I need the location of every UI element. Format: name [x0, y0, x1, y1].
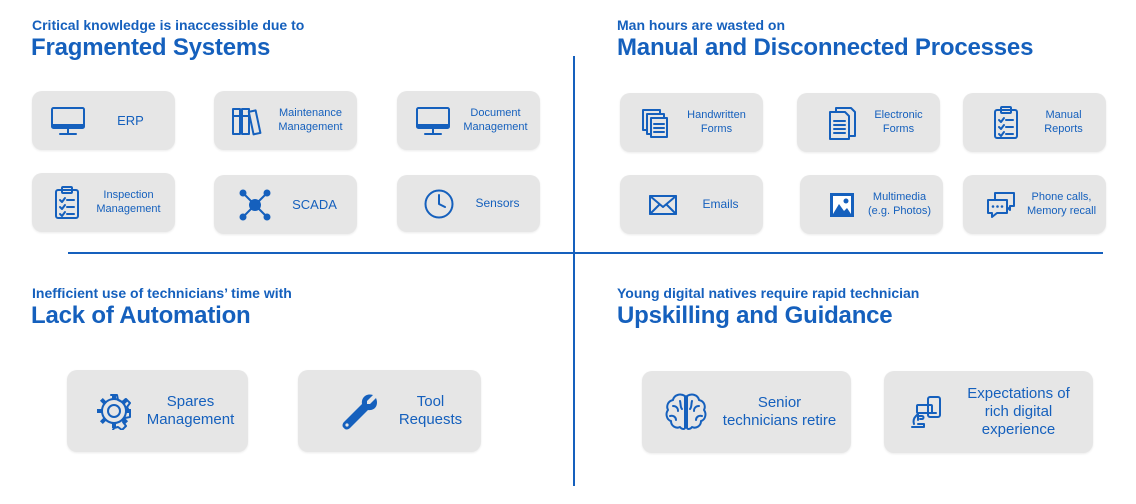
monitor-icon: [50, 105, 86, 137]
image-icon: [828, 191, 856, 219]
lack-of-automation-title: Lack of Automation: [31, 302, 251, 329]
vertical-divider: [573, 56, 575, 486]
card-scada: SCADA: [214, 175, 357, 234]
gear-icon: [95, 392, 133, 430]
electronic-document-icon: [827, 106, 857, 140]
card-sensors: Sensors: [397, 175, 540, 232]
binders-icon: [230, 105, 264, 137]
card-emails: Emails: [620, 175, 763, 234]
card-erp: ERP: [32, 91, 175, 150]
card-spares-management: Spares Management: [67, 370, 248, 452]
card-emails-label: Emails: [702, 197, 739, 212]
card-senior-technicians: Senior technicians retire: [642, 371, 851, 453]
manual-processes-title: Manual and Disconnected Processes: [617, 34, 1034, 61]
network-nodes-icon: [238, 188, 272, 222]
card-handwritten-forms-label: Handwritten Forms: [687, 109, 746, 135]
card-multimedia: Multimedia (e.g. Photos): [800, 175, 943, 234]
manual-processes-subtitle: Man hours are wasted on: [617, 17, 786, 33]
card-phone-calls-label: Phone calls, Memory recall: [1026, 191, 1097, 217]
card-sensors-label: Sensors: [475, 196, 520, 211]
card-manual-reports: Manual Reports: [963, 93, 1106, 152]
card-spares-management-label: Spares Management: [146, 393, 235, 428]
card-maintenance-management: Maintenance Management: [214, 91, 357, 150]
card-electronic-forms: Electronic Forms: [797, 93, 940, 152]
card-digital-experience: Expectations of rich digital experience: [884, 371, 1093, 453]
chat-bubbles-icon: [985, 190, 1017, 220]
upskilling-subtitle: Young digital natives require rapid tech…: [617, 285, 920, 301]
card-manual-reports-label: Manual Reports: [1044, 109, 1083, 135]
card-senior-technicians-label: Senior technicians retire: [722, 394, 837, 429]
card-phone-calls: Phone calls, Memory recall: [963, 175, 1106, 234]
brain-icon: [664, 392, 708, 432]
clock-icon: [423, 188, 455, 220]
fragmented-systems-subtitle: Critical knowledge is inaccessible due t…: [32, 17, 305, 33]
horizontal-divider: [68, 252, 1103, 254]
card-inspection-management: Inspection Management: [32, 173, 175, 232]
card-tool-requests-label: Tool Requests: [398, 393, 463, 428]
touch-device-icon: [908, 394, 944, 430]
clipboard-checklist-icon: [52, 185, 82, 221]
card-multimedia-label: Multimedia (e.g. Photos): [868, 191, 931, 217]
card-maintenance-management-label: Maintenance Management: [278, 107, 343, 133]
upskilling-title: Upskilling and Guidance: [617, 302, 893, 329]
card-electronic-forms-label: Electronic Forms: [874, 109, 923, 135]
monitor-icon: [415, 105, 451, 137]
stacked-forms-icon: [640, 107, 670, 139]
card-document-management-label: Document Management: [463, 107, 528, 133]
card-inspection-management-label: Inspection Management: [96, 189, 161, 215]
card-erp-label: ERP: [117, 112, 144, 128]
card-handwritten-forms: Handwritten Forms: [620, 93, 763, 152]
card-document-management: Document Management: [397, 91, 540, 150]
card-digital-experience-label: Expectations of rich digital experience: [967, 385, 1070, 438]
fragmented-systems-title: Fragmented Systems: [31, 34, 271, 61]
card-tool-requests: Tool Requests: [298, 370, 481, 452]
lack-of-automation-subtitle: Inefficient use of technicians’ time wit…: [32, 285, 292, 301]
card-scada-label: SCADA: [292, 196, 337, 212]
wrench-icon: [340, 391, 380, 431]
clipboard-checklist-icon: [991, 105, 1021, 141]
envelope-icon: [648, 193, 678, 217]
